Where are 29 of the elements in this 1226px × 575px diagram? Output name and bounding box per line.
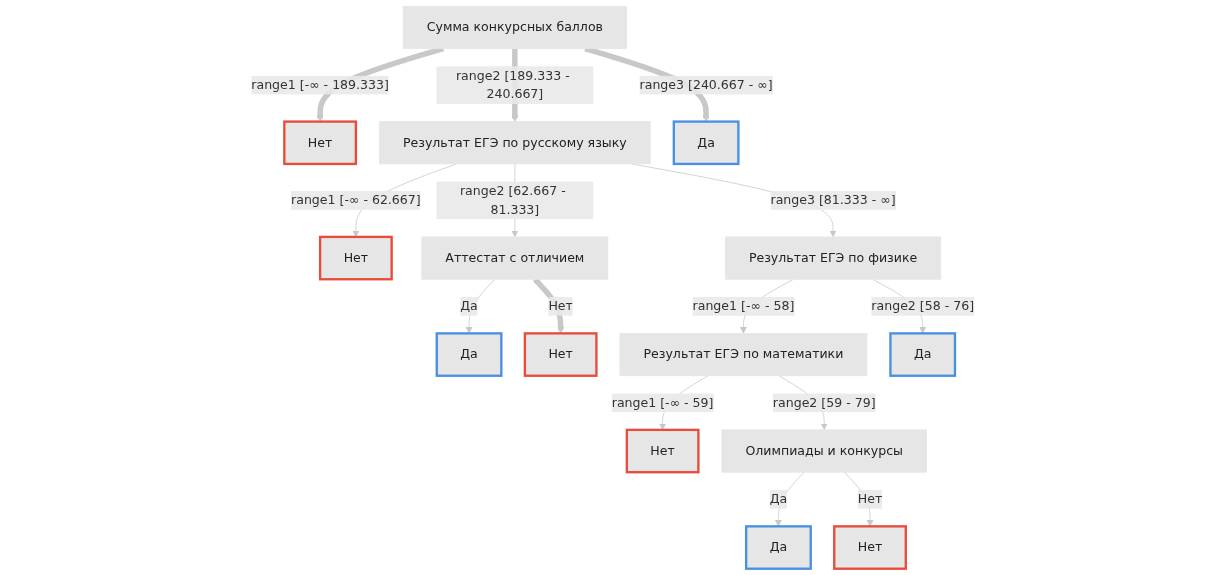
edge-label: range3 [240.667 - ∞]: [639, 77, 773, 93]
edge-label: range1 [-∞ - 59]: [612, 394, 714, 410]
node-box: Результат ЕГЭ по физике: [725, 236, 942, 280]
node-box: Нет: [833, 525, 908, 570]
edge-label: Да: [770, 491, 788, 507]
node-box: Сумма конкурсных баллов: [403, 5, 628, 49]
edge-label: range1 [-∞ - 189.333]: [251, 77, 390, 93]
node-box: Нет: [626, 428, 700, 474]
edge-label: range2 [189.333 - 240.667]: [456, 67, 571, 102]
node-box: Аттестат с отличием: [421, 236, 609, 280]
node-box: Олимпиады и конкурсы: [721, 429, 928, 473]
edge-label: range2 [62.667 - 81.333]: [460, 183, 567, 217]
node-box: Результат ЕГЭ по математики: [619, 333, 868, 377]
edge-label: range1 [-∞ - 62.667]: [291, 192, 422, 208]
node-box: Результат ЕГЭ по русскому языку: [379, 121, 651, 165]
node-box: Да: [889, 332, 957, 377]
node-box: Нет: [319, 235, 394, 281]
edge-label: range3 [81.333 - ∞]: [770, 192, 896, 208]
edge-label: Нет: [858, 491, 883, 507]
edge-label: range1 [-∞ - 58]: [692, 298, 795, 314]
node-box: Нет: [283, 120, 358, 166]
node-box: Да: [745, 525, 813, 570]
edge-label: Да: [460, 298, 479, 314]
edge-label: range2 [58 - 76]: [871, 298, 975, 314]
node-box: Да: [435, 332, 503, 377]
edge-label: range2 [59 - 79]: [773, 394, 876, 410]
node-box: Да: [672, 120, 740, 166]
node-box: Нет: [524, 332, 598, 377]
edge-label: Нет: [548, 298, 574, 314]
